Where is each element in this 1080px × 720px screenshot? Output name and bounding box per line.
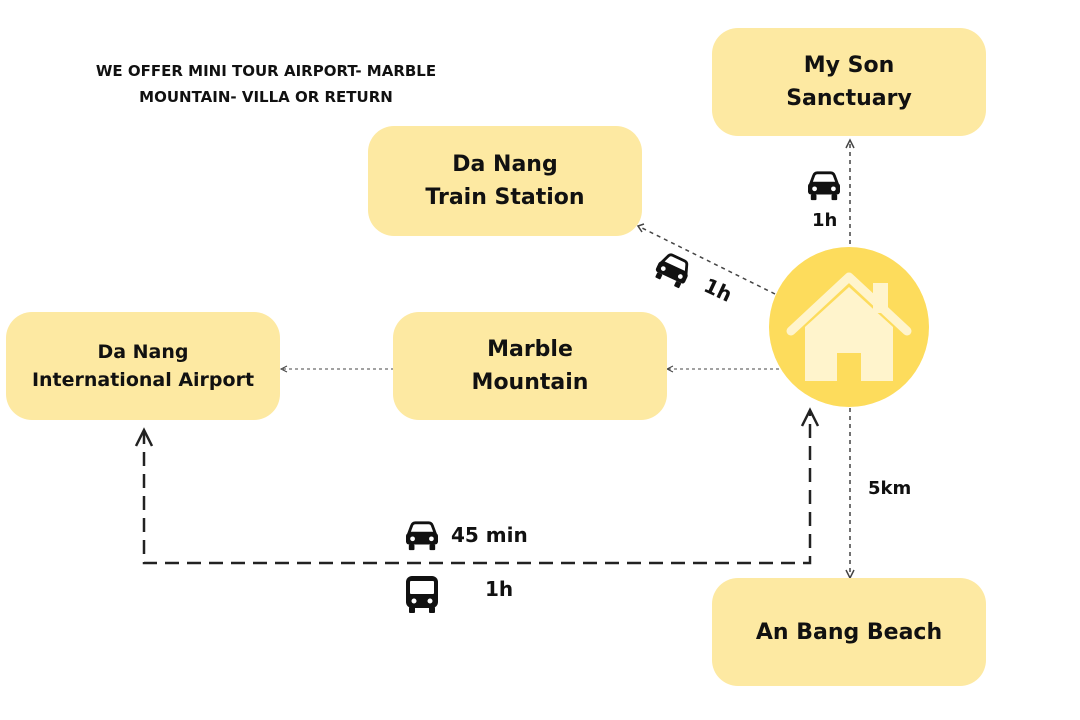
- time-to-my-son: 1h: [812, 210, 838, 231]
- arrowhead-train-station: [636, 223, 645, 233]
- note-line-2: MOUNTAIN- VILLA OR RETURN: [139, 88, 393, 107]
- airport-line-2: International Airport: [31, 369, 255, 391]
- bus-icon: [406, 576, 438, 613]
- return-route-airport-home: [142, 410, 812, 565]
- distance-to-an-bang: 5km: [868, 478, 912, 499]
- marble-mountain-line-2: Mountain: [471, 370, 589, 395]
- arrowhead-airport: [279, 365, 288, 373]
- arrowhead-my-son: [845, 138, 855, 149]
- arrow-home-to-train-station: [637, 225, 776, 295]
- marble-mountain-line-1: Marble: [487, 337, 573, 362]
- train-station-line-1: Da Nang: [452, 152, 558, 177]
- train-station-box: Da Nang Train Station: [368, 126, 642, 236]
- an-bang-beach-box: An Bang Beach: [712, 578, 986, 686]
- car-icon: [406, 521, 438, 551]
- house-icon: [786, 272, 912, 381]
- car-icon: [808, 171, 840, 201]
- note-line-1: WE OFFER MINI TOUR AIRPORT- MARBLE: [95, 62, 437, 80]
- arrowhead-marble-mountain: [665, 365, 674, 373]
- arrowhead-return-home: [800, 407, 820, 427]
- time-airport-by-bus: 1h: [485, 577, 514, 601]
- car-icon: [655, 253, 689, 289]
- airport-line-1: Da Nang: [97, 340, 189, 363]
- my-son-sanctuary-box: My Son Sanctuary: [712, 28, 986, 136]
- airport-box: Da Nang International Airport: [6, 312, 280, 420]
- mini-tour-note: WE OFFER MINI TOUR AIRPORT- MARBLE MOUNT…: [40, 58, 492, 111]
- time-airport-by-car: 45 min: [451, 523, 528, 547]
- home-villa: [769, 247, 929, 407]
- my-son-line-1: My Son: [803, 53, 895, 78]
- my-son-line-2: Sanctuary: [786, 86, 912, 111]
- an-bang-label: An Bang Beach: [755, 619, 943, 645]
- train-station-line-2: Train Station: [425, 185, 585, 210]
- marble-mountain-box: Marble Mountain: [393, 312, 667, 420]
- arrowhead-return-airport: [134, 427, 154, 447]
